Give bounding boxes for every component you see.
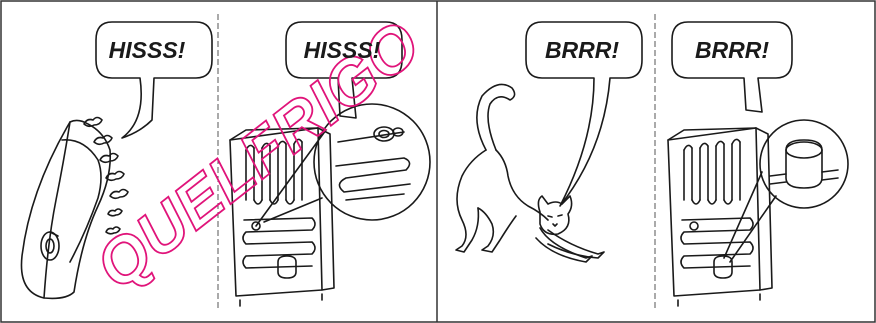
steam-puffs xyxy=(83,116,129,235)
fridge-back-icon xyxy=(229,127,335,307)
speech-bubble-caption: BRRR! xyxy=(694,37,770,63)
speech-bubble-caption: HISSS! xyxy=(108,37,186,63)
magnifier-circle xyxy=(255,103,431,227)
speech-bubble-caption: BRRR! xyxy=(544,37,620,63)
speech-bubble xyxy=(525,21,643,207)
fridge-back-icon xyxy=(667,127,773,307)
iron-icon xyxy=(20,119,112,300)
speech-bubble-caption: HISSS! xyxy=(303,37,381,63)
speech-bubble xyxy=(671,21,793,113)
speech-bubble xyxy=(285,21,403,119)
magnifier-circle xyxy=(723,119,849,263)
speech-bubble xyxy=(95,21,213,139)
cat-icon xyxy=(455,83,605,263)
